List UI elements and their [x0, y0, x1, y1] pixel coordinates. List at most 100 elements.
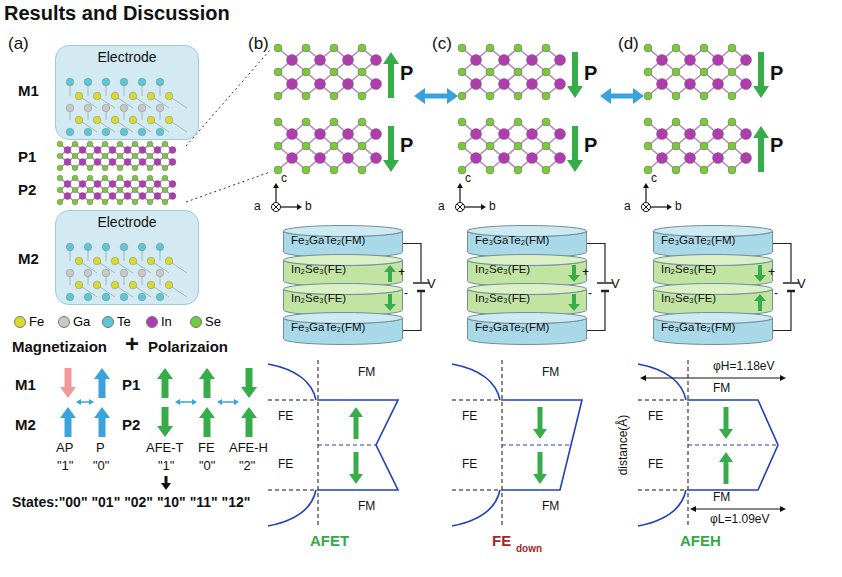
layer-name: M1 — [15, 376, 36, 393]
legend-text: Se — [205, 314, 221, 329]
se-atom — [514, 118, 522, 126]
electrode-atom — [102, 78, 110, 86]
electrode-atom — [66, 128, 74, 136]
battery-plate — [597, 282, 613, 284]
in-atom — [685, 79, 696, 90]
se-atom — [330, 118, 338, 126]
polarity-sign: - — [588, 287, 592, 301]
electrode-atom — [120, 104, 128, 112]
polarization-arrow — [754, 294, 766, 301]
electrode-atom — [102, 128, 110, 136]
se-atom — [486, 92, 494, 100]
legend-swatch — [14, 316, 26, 328]
legend-text: Fe — [29, 314, 44, 329]
polarization-arrow — [572, 265, 576, 275]
band-region-label: FE — [278, 458, 293, 472]
electrode-atom — [75, 281, 83, 289]
se-atom — [274, 118, 282, 126]
electrode-atom — [84, 78, 92, 86]
section-heading: Magnetizaion — [12, 338, 107, 355]
axis-arrow — [459, 188, 460, 202]
band-curve — [268, 490, 316, 526]
state-label: "0" — [199, 459, 215, 474]
polarization-arrow — [162, 407, 169, 426]
magnetization-arrow — [60, 407, 76, 418]
se-atom — [330, 166, 338, 174]
se-atom — [728, 44, 736, 52]
se-atom — [458, 166, 466, 174]
interface-line — [452, 490, 502, 491]
electrode-atom — [84, 293, 92, 301]
se-atom — [102, 153, 108, 159]
se-atom — [147, 153, 153, 159]
axis-label: a — [624, 200, 631, 214]
in-atom — [79, 159, 86, 166]
in-atom — [471, 79, 482, 90]
se-atom — [542, 44, 550, 52]
electrode-atom — [102, 269, 110, 277]
se-atom — [72, 141, 78, 147]
polarization-arrow — [199, 368, 215, 379]
polarization-label: P — [584, 62, 597, 85]
axis-arrow — [275, 188, 276, 202]
magnetization-arrow — [99, 418, 106, 437]
in-atom — [124, 147, 131, 154]
axis-arrow — [645, 188, 646, 202]
se-atom — [117, 153, 123, 159]
electrode-atom — [111, 116, 119, 124]
polarization-arrow — [388, 294, 392, 304]
band-region-label: FE — [648, 458, 663, 472]
se-atom — [700, 92, 708, 100]
polarization-arrow — [241, 387, 257, 398]
electrode-atom — [138, 293, 146, 301]
combine-arrow — [165, 476, 168, 483]
electrode-atom — [93, 281, 101, 289]
electrode-atom — [156, 269, 164, 277]
state-label: AP — [56, 441, 73, 456]
in-atom — [169, 193, 176, 200]
layer-label: Fe₃GaTe₂(FM) — [283, 312, 365, 333]
electrode-atom — [102, 293, 110, 301]
polarization-arrow — [568, 304, 580, 311]
electrode-atom — [147, 257, 155, 265]
in-atom — [139, 159, 146, 166]
layer-label: Fe₃GaTe₂(FM) — [283, 225, 365, 246]
electrode-atom — [165, 281, 173, 289]
se-atom — [132, 165, 138, 171]
ferroelectric-layer: In₂Se₃(FE) — [283, 283, 403, 316]
se-atom — [302, 142, 310, 150]
se-atom — [87, 141, 93, 147]
band-region-label: FE — [648, 410, 663, 424]
polarization-arrow — [388, 64, 394, 98]
axis-symbol — [272, 203, 281, 212]
axis-symbol — [457, 204, 463, 210]
electrode-atom — [93, 116, 101, 124]
axis-label: c — [465, 172, 471, 186]
polarity-sign: + — [768, 266, 775, 280]
se-atom — [132, 141, 138, 147]
magnetization-arrow — [65, 368, 72, 387]
plus-sign: + — [125, 330, 139, 358]
legend-text: Te — [117, 314, 131, 329]
magnetization-arrow — [65, 418, 72, 437]
se-atom — [330, 92, 338, 100]
se-atom — [728, 92, 736, 100]
band-curve — [452, 364, 500, 400]
electrode-atom — [138, 128, 146, 136]
section-heading: Polarizaion — [148, 338, 228, 355]
axis-label: a — [438, 200, 445, 214]
se-atom — [700, 44, 708, 52]
legend-swatch — [146, 316, 158, 328]
in-atom — [499, 55, 510, 66]
layer-label: Fe₃GaTe₂(FM) — [467, 312, 549, 333]
se-atom — [87, 175, 93, 181]
polarization-arrow — [572, 294, 576, 304]
in-atom — [109, 159, 116, 166]
se-atom — [302, 92, 310, 100]
panel-letter: (a) — [8, 34, 29, 54]
se-atom — [330, 68, 338, 76]
band-region-label: FE — [462, 410, 477, 424]
in-atom — [713, 79, 724, 90]
ferromagnet-layer: Fe₃GaTe₂(FM) — [467, 225, 587, 258]
polarization-label: P — [584, 134, 597, 157]
